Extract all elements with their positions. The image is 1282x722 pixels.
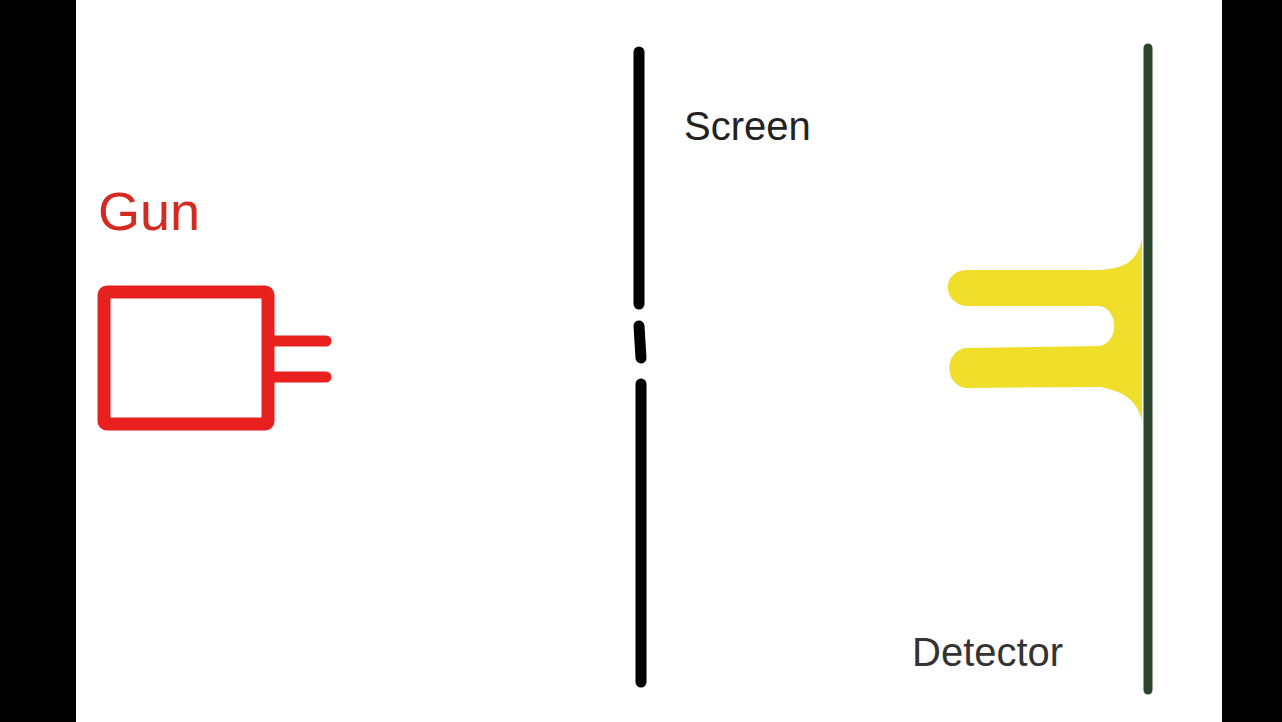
detector-label: Detector [912, 630, 1063, 674]
gun-label: Gun [98, 182, 200, 241]
interference-pattern [948, 240, 1142, 420]
side-bar [1222, 0, 1282, 722]
gun-prong [272, 336, 326, 347]
gun-box [104, 292, 268, 424]
screen-line [634, 52, 645, 304]
screen-line [639, 326, 641, 358]
gun-prong [272, 372, 326, 383]
screen-line [636, 384, 647, 682]
screen-label: Screen [684, 104, 811, 148]
side-bar [0, 0, 76, 722]
detector-line [1144, 48, 1153, 690]
